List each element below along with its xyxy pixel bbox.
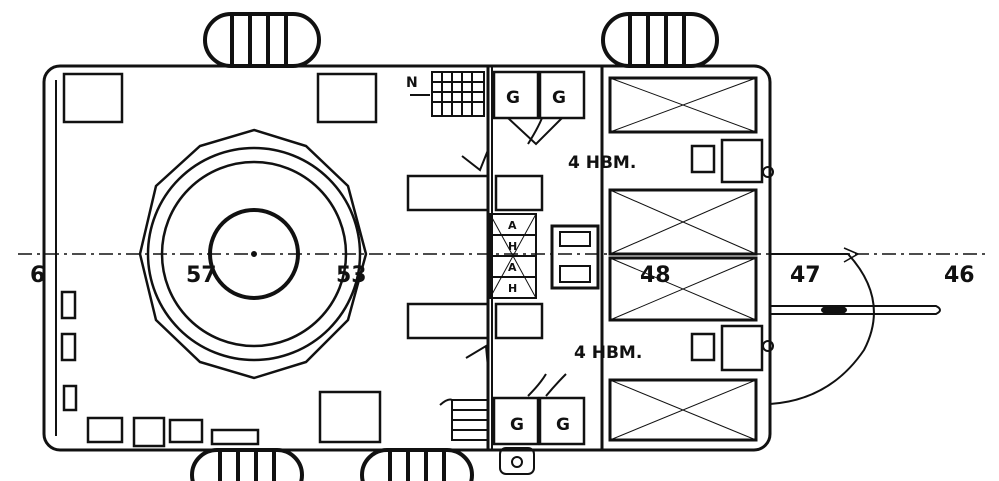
h-label-2: H bbox=[508, 282, 517, 295]
wheel-top-left bbox=[203, 12, 321, 68]
h-label-1: H bbox=[508, 240, 517, 253]
hatch-top-mid bbox=[316, 72, 378, 124]
wheel-bottom-middle bbox=[360, 448, 474, 481]
stair-icon bbox=[410, 71, 485, 117]
grid-label-46: 46 bbox=[944, 263, 975, 288]
shaft-icon bbox=[550, 224, 600, 290]
north-mark: N bbox=[406, 75, 418, 91]
wheel-bottom-left bbox=[190, 448, 304, 481]
g-room-1: G bbox=[506, 88, 520, 108]
hatch-top-left bbox=[62, 72, 124, 124]
wheel-top-right bbox=[601, 12, 719, 68]
hull-outline bbox=[42, 64, 772, 452]
grid-label-57: 57 bbox=[186, 263, 217, 288]
grid-label-47: 47 bbox=[790, 263, 821, 288]
grid-label-48: 48 bbox=[640, 263, 671, 288]
grid-label-53: 53 bbox=[336, 263, 367, 288]
g-room-2: G bbox=[552, 88, 566, 108]
room-label-lower: 4 HBM. bbox=[574, 343, 642, 363]
barrel-icon bbox=[770, 305, 941, 315]
g-room-4: G bbox=[556, 415, 570, 435]
hatch-bottom-mid bbox=[318, 390, 382, 444]
a-label-2: A bbox=[508, 261, 517, 274]
a-label-1: A bbox=[508, 219, 517, 232]
g-room-3: G bbox=[510, 415, 524, 435]
bunk-icon bbox=[608, 76, 758, 442]
door-swing-icon bbox=[439, 117, 567, 406]
room-label-upper: 4 HBM. bbox=[568, 153, 636, 173]
grid-label-6: 6 bbox=[30, 263, 45, 288]
